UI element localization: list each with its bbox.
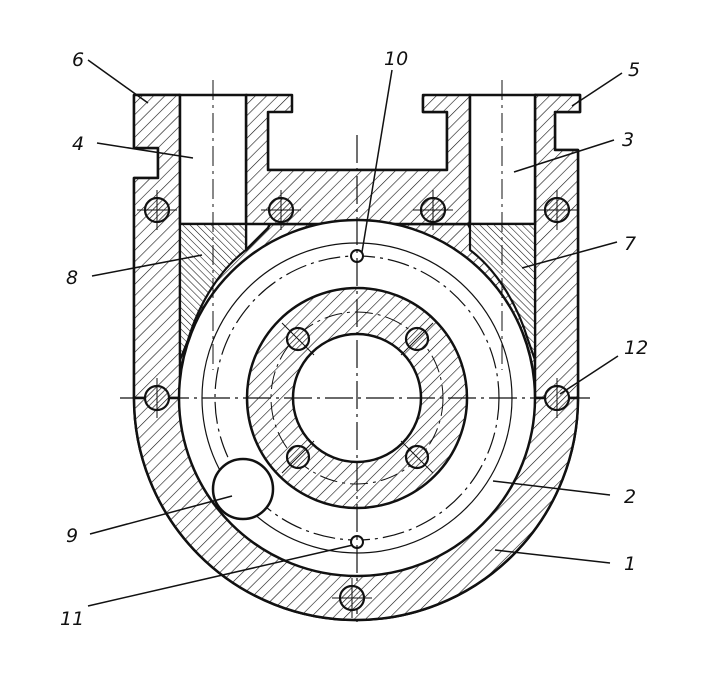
callout-10: 10 — [384, 48, 408, 70]
right-flange — [533, 93, 582, 400]
callout-12: 12 — [624, 337, 648, 359]
callout-6: 6 — [72, 49, 84, 71]
callout-2: 2 — [624, 486, 636, 508]
leader-5 — [571, 72, 623, 107]
callout-4: 4 — [72, 133, 84, 155]
leader-8 — [91, 254, 203, 277]
callout-7: 7 — [624, 233, 636, 255]
callout-11: 11 — [60, 608, 84, 630]
callout-labels: 1 2 3 4 5 6 7 8 9 10 11 12 — [60, 48, 648, 630]
callout-9: 9 — [66, 525, 78, 547]
callout-3: 3 — [622, 129, 634, 151]
leader-7 — [521, 241, 618, 269]
leader-11 — [87, 544, 354, 607]
seal-insert-right — [468, 222, 537, 361]
leader-6 — [87, 59, 149, 104]
bolt-group — [137, 190, 577, 618]
roller-9 — [211, 457, 275, 521]
leader-9 — [89, 495, 233, 535]
callout-5: 5 — [628, 59, 640, 81]
leader-3 — [513, 139, 615, 173]
leader-4 — [96, 142, 194, 159]
leader-lines — [87, 59, 623, 607]
callout-1: 1 — [624, 553, 636, 575]
leader-2 — [492, 480, 611, 496]
left-flange — [132, 93, 182, 400]
leader-12 — [559, 355, 619, 395]
callout-8: 8 — [66, 267, 78, 289]
leader-1 — [494, 549, 611, 564]
leader-10 — [361, 69, 393, 253]
